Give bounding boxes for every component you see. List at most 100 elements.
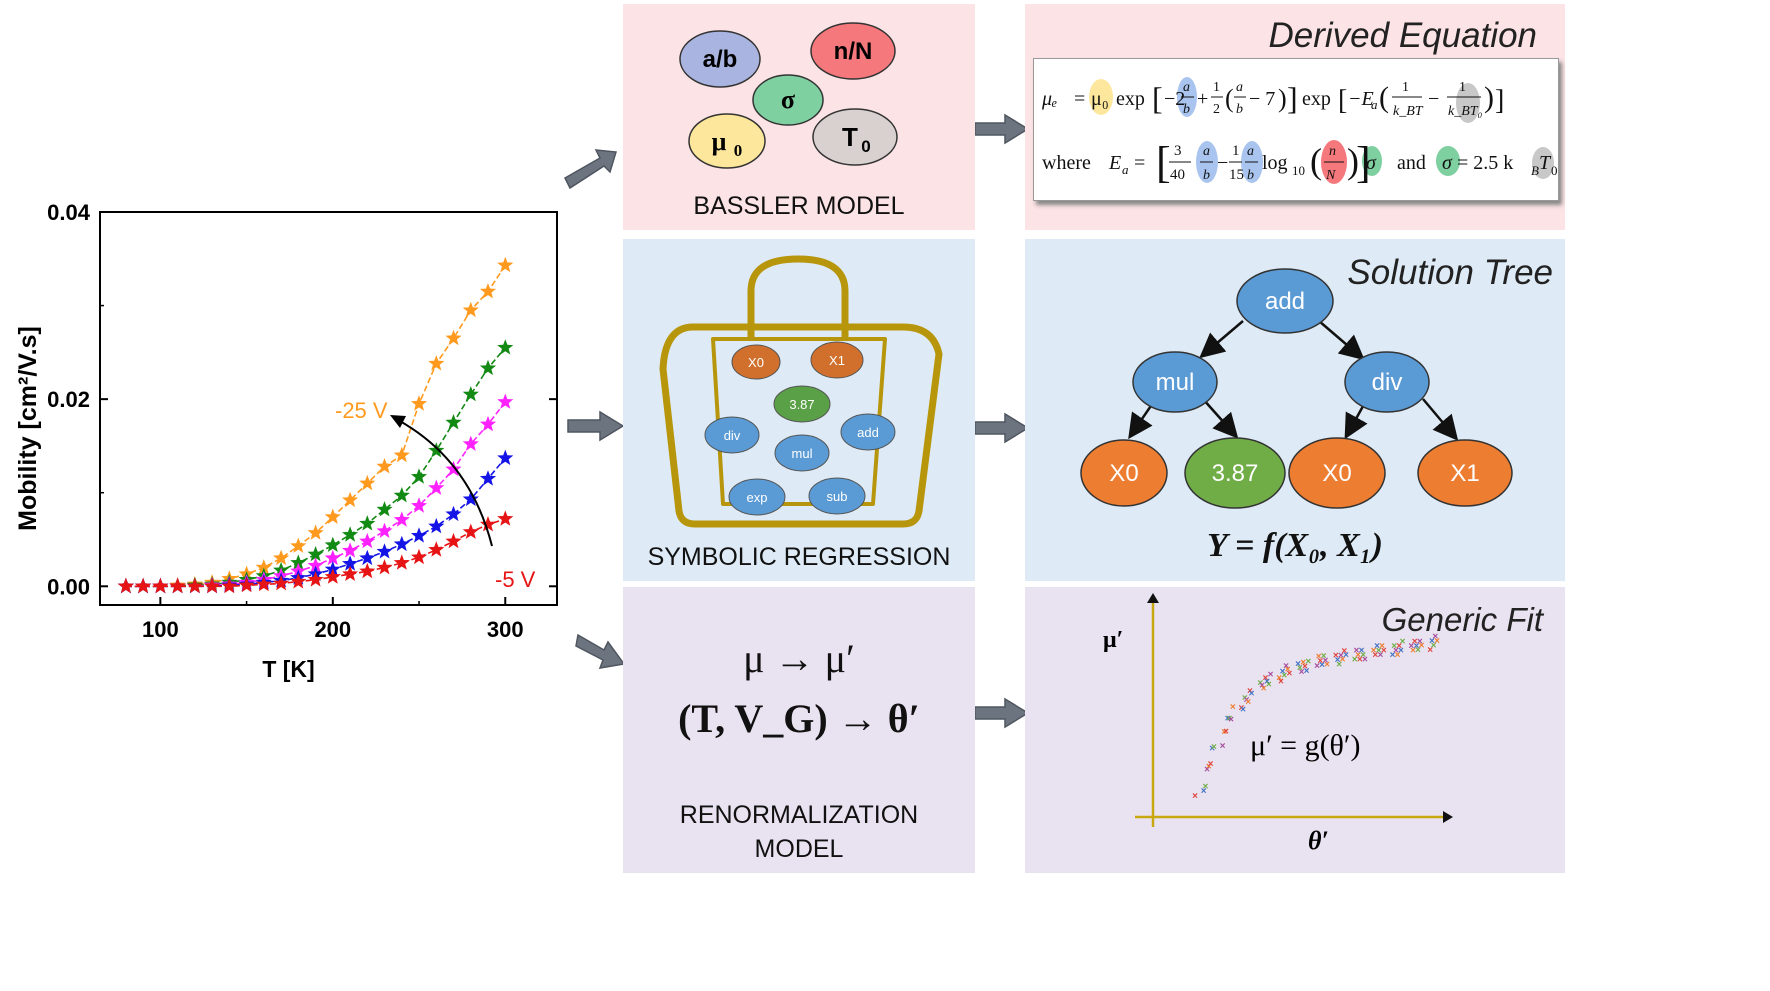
svg-text:3.87: 3.87 <box>1212 460 1259 487</box>
fit-point: × <box>1322 655 1328 666</box>
svg-text:): ) <box>1484 81 1494 114</box>
fit-point: × <box>1261 683 1267 694</box>
svg-text:exp: exp <box>747 490 768 505</box>
data-point <box>359 515 376 531</box>
fit-point: × <box>1302 662 1308 673</box>
fit-point: × <box>1338 650 1344 661</box>
fit-point: × <box>1321 651 1327 662</box>
fit-point: × <box>1247 686 1253 697</box>
data-point <box>342 526 359 542</box>
svg-text:T: T <box>842 122 858 152</box>
fit-point: × <box>1316 652 1322 663</box>
fit-point: × <box>1305 657 1311 668</box>
data-point <box>186 577 203 594</box>
data-point <box>324 508 341 524</box>
data-point <box>290 537 307 553</box>
bag-item-sub: sub <box>808 477 866 515</box>
svg-text:n: n <box>1329 144 1336 159</box>
data-point <box>462 490 479 507</box>
bag-item-mul: mul <box>774 434 830 472</box>
svg-text:X0: X0 <box>748 355 764 370</box>
data-point <box>376 543 393 559</box>
fit-point: × <box>1208 759 1214 770</box>
fit-point: × <box>1211 742 1217 753</box>
svg-text:a: a <box>1371 97 1378 112</box>
data-point <box>342 565 359 581</box>
fit-point: × <box>1391 641 1397 652</box>
fit-point: × <box>1238 703 1244 714</box>
svg-text:T: T <box>1539 152 1552 174</box>
svg-text:σ: σ <box>781 85 795 114</box>
derived-title: Derived Equation <box>1268 16 1538 55</box>
data-point <box>359 532 376 549</box>
svg-text:b: b <box>1236 102 1243 117</box>
bubble-ab: a/b <box>679 30 761 88</box>
fit-point: × <box>1266 679 1272 690</box>
fit-point: × <box>1376 646 1382 657</box>
svg-text:0: 0 <box>734 141 743 160</box>
data-point <box>117 577 134 594</box>
svg-text:1: 1 <box>1402 80 1409 95</box>
fit-point: × <box>1204 765 1210 776</box>
fit-point: × <box>1374 641 1380 652</box>
fit-point: × <box>1245 697 1251 708</box>
generic-panel: Generic Fit ××××××××××××××××××××××××××××… <box>1025 587 1565 873</box>
data-point <box>342 555 359 571</box>
fit-point: × <box>1201 786 1207 797</box>
fit-point: × <box>1412 636 1418 647</box>
svg-text:+: + <box>1197 88 1208 110</box>
data-point <box>497 510 514 526</box>
bag-item-constant: 3.87 <box>773 385 831 423</box>
fit-point: × <box>1244 695 1250 706</box>
svg-text:b: b <box>1203 168 1210 183</box>
data-point <box>290 573 307 589</box>
eq-exp-2: exp <box>1302 88 1331 110</box>
svg-text:X1: X1 <box>829 353 845 368</box>
fit-point: × <box>1341 646 1347 657</box>
fit-point: × <box>1359 646 1365 657</box>
arrow-to-derived <box>974 113 1030 145</box>
svg-text:μ: μ <box>712 127 727 156</box>
svg-text:−2: −2 <box>1164 88 1185 110</box>
generic-title: Generic Fit <box>1381 601 1543 638</box>
svg-text:]: ] <box>1356 138 1371 187</box>
x-tick-label: 100 <box>142 617 179 642</box>
fit-point: × <box>1304 666 1310 677</box>
fit-point: × <box>1377 650 1383 661</box>
data-point <box>376 522 393 538</box>
fit-point: × <box>1192 791 1198 802</box>
svg-text:X1: X1 <box>1450 460 1479 487</box>
data-point <box>393 511 410 527</box>
fit-point: × <box>1259 681 1265 692</box>
svg-text:1: 1 <box>1213 80 1220 95</box>
svg-text:=: = <box>1074 88 1085 110</box>
svg-text:2: 2 <box>1213 102 1220 117</box>
annotation-5v: -5 V <box>495 567 536 592</box>
arrow-to-tree <box>974 412 1030 444</box>
x-tick-label: 200 <box>314 617 351 642</box>
fit-point: × <box>1249 689 1255 700</box>
data-point <box>445 329 462 346</box>
data-point <box>342 542 359 558</box>
data-point <box>152 577 169 594</box>
data-point <box>324 549 341 566</box>
fit-point: × <box>1415 645 1421 656</box>
svg-text:sub: sub <box>827 489 848 504</box>
fit-point: × <box>1242 693 1248 704</box>
svg-text:X0: X0 <box>1322 460 1351 487</box>
tree-leaf-x0-b: X0 <box>1288 437 1386 509</box>
data-point <box>359 562 376 579</box>
data-point <box>462 435 479 451</box>
data-point <box>479 470 497 486</box>
data-point <box>307 557 324 573</box>
fit-point: × <box>1281 670 1287 681</box>
data-point <box>393 487 410 503</box>
x-tick-label: 300 <box>487 617 524 642</box>
fit-equation: μ′ = g(θ′) <box>1250 729 1360 762</box>
fit-point: × <box>1396 641 1402 652</box>
fit-point: × <box>1285 665 1291 676</box>
data-point <box>497 256 514 273</box>
data-point <box>290 554 307 570</box>
arrow-to-bassler <box>564 149 617 190</box>
eq-sigma-1: σ <box>1366 152 1377 174</box>
